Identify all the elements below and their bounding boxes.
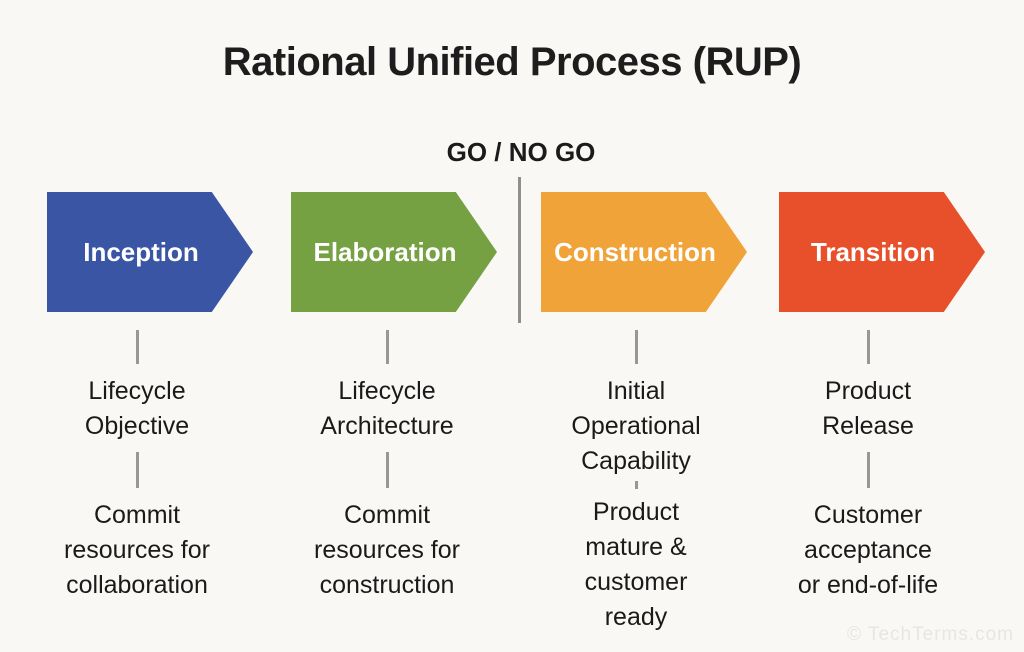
milestone-column-elaboration: Lifecycle Architecture Commit resources … [277,330,497,603]
phase-arrow-label: Transition [810,236,936,267]
connector-line [634,481,638,489]
milestone-name: Product Release [822,377,914,440]
connector-line [135,330,139,364]
milestone-name: Initial Operational Capability [571,377,701,475]
go-no-go-divider-line [518,177,521,323]
phase-arrow-elaboration: Elaboration [291,192,497,312]
milestone-outcome: Product mature & customer ready [584,498,688,631]
milestone-column-transition: Product Release Customer acceptance or e… [758,330,978,603]
milestone-name: Lifecycle Objective [84,377,190,440]
connector-line [135,452,139,488]
connector-line [634,330,638,364]
connector-line [385,330,389,364]
milestone-outcome: Commit resources for construction [314,501,460,599]
milestone-name: Lifecycle Architecture [320,377,454,440]
diagram-title: Rational Unified Process (RUP) [222,40,802,84]
phase-arrow-label: Inception [83,236,199,267]
watermark: © TechTerms.com [847,624,1014,645]
phase-arrow-inception: Inception [47,192,253,312]
phase-arrow-construction: Construction [541,192,747,312]
milestone-outcome: Customer acceptance or end-of-life [797,501,939,599]
phase-arrow-transition: Transition [779,192,985,312]
milestone-column-inception: Lifecycle Objective Commit resources for… [27,330,247,603]
milestone-outcome: Commit resources for collaboration [64,501,210,599]
connector-line [866,330,870,364]
milestone-column-construction: Initial Operational Capability Product m… [526,330,746,635]
connector-line [866,452,870,488]
phase-arrow-label: Construction [554,236,716,267]
go-no-go-label: GO / NO GO [446,137,596,167]
phase-arrow-label: Elaboration [313,236,457,267]
connector-line [385,452,389,488]
